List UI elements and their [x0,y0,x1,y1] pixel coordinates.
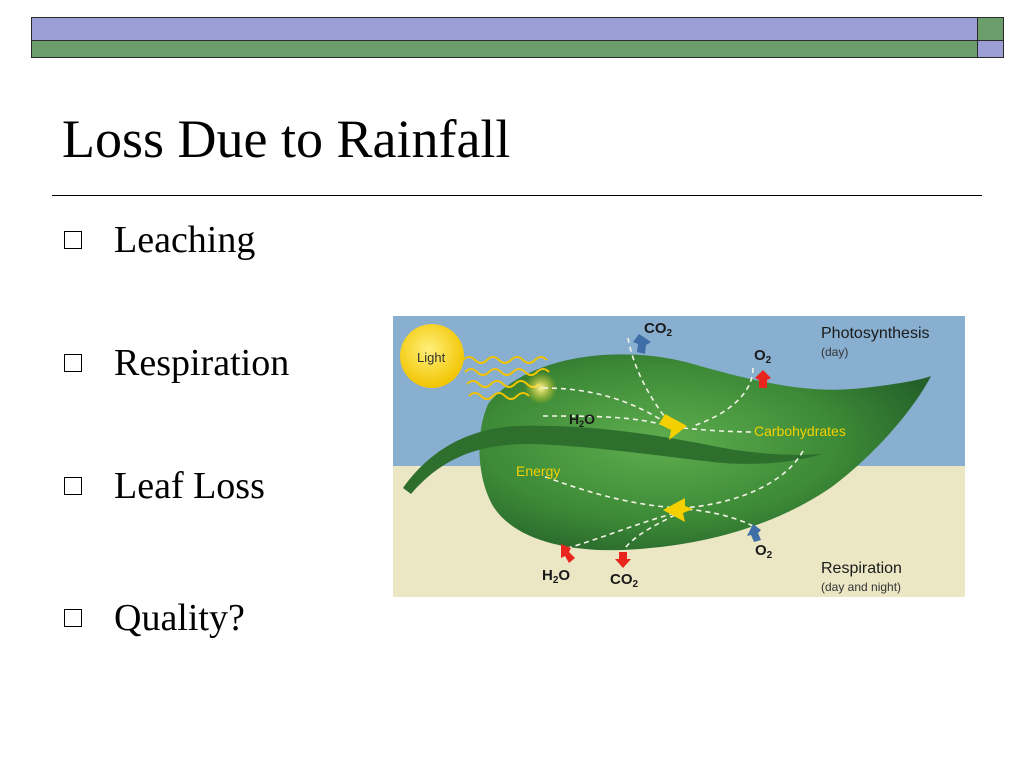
photosynthesis-diagram: Light CO2 O2 Photos [393,316,965,597]
header-bar-green [31,41,978,58]
bullet-respiration: Respiration [64,344,289,382]
yellow-arrow-icon [663,498,693,522]
bullet-quality: Quality? [64,599,245,637]
diagram-svg: Light CO2 O2 Photos [393,316,965,597]
energy-label: Energy [516,463,560,479]
sun-icon [400,324,464,388]
red-arrow-icon [755,370,771,388]
title-underline [52,195,982,196]
bullet-text: Quality? [114,597,245,639]
photosynthesis-time-label: (day) [821,345,848,359]
carbohydrates-label: Carbohydrates [754,423,846,439]
square-bullet-icon [64,477,82,495]
co2-top-label: CO2 [644,320,673,339]
bullet-leaching: Leaching [64,221,255,259]
light-glow-icon [525,372,557,404]
yellow-arrow-icon [659,414,687,440]
bullet-leaf-loss: Leaf Loss [64,467,265,505]
header-bar-purple [31,17,978,41]
blue-arrow-icon [633,334,651,354]
blue-arrow-icon [747,524,761,542]
light-label: Light [417,350,446,365]
leaf-stem [403,425,823,494]
respiration-time-label: (day and night) [821,580,901,594]
o2-bottom-label: O2 [755,542,773,561]
red-arrow-icon [561,544,575,563]
h2o-mid-label: H2O [569,411,595,429]
respiration-label: Respiration [821,560,902,577]
bullet-text: Leaching [114,219,256,261]
slide-title: Loss Due to Rainfall [62,109,511,169]
flow-lines-icon [542,337,804,552]
o2-top-label: O2 [754,347,772,366]
h2o-bottom-label: H2O [542,567,570,586]
square-bullet-icon [64,354,82,372]
photosynthesis-label: Photosynthesis [821,325,930,342]
red-arrow-icon [615,552,631,568]
square-bullet-icon [64,609,82,627]
square-bullet-icon [64,231,82,249]
bullet-text: Respiration [114,342,290,384]
bullet-text: Leaf Loss [114,465,265,507]
header-square-purple [977,41,1004,58]
co2-bottom-label: CO2 [610,571,639,590]
header-square-green [977,17,1004,41]
